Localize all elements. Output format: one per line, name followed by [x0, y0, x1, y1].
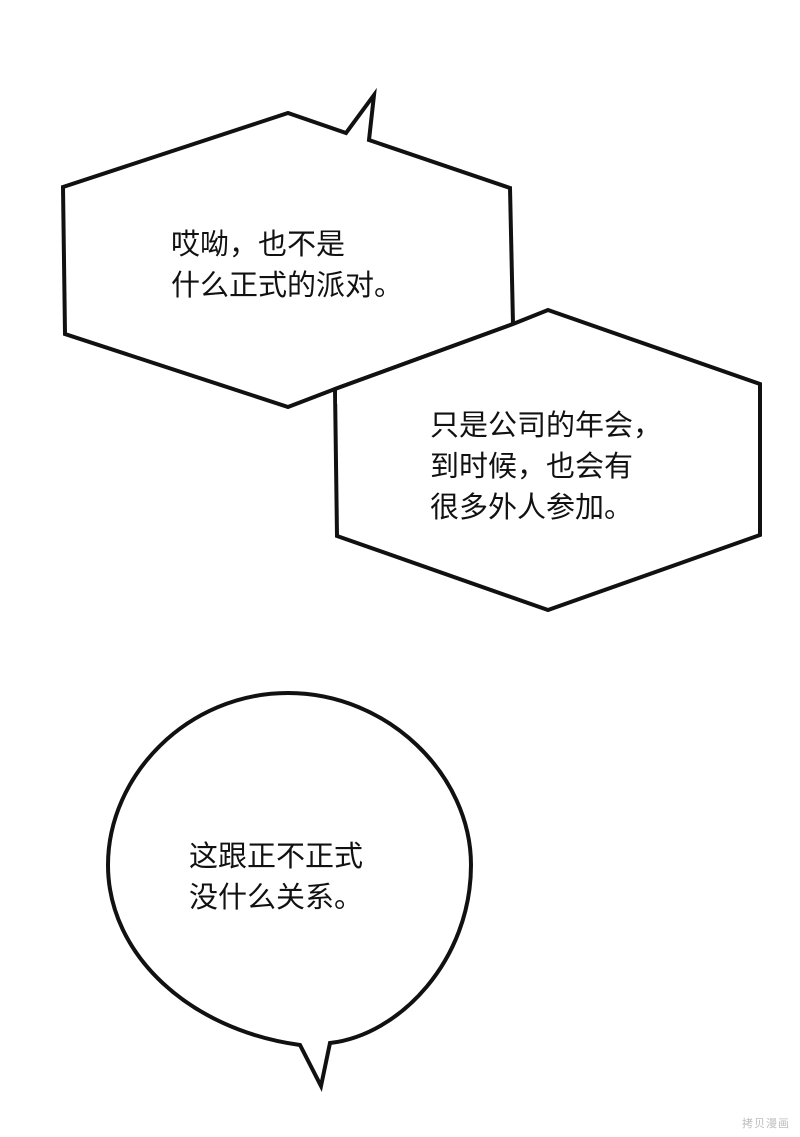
bubble-2-line-2: 到时候，也会有: [430, 449, 634, 483]
bubble-2-text: 只是公司的年会， 到时候，也会有 很多外人参加。: [430, 405, 662, 528]
speech-bubble-1: [60, 87, 516, 410]
bubble-3-text: 这跟正不正式 没什么关系。: [189, 836, 363, 918]
bubble-3-line-2: 没什么关系。: [189, 880, 364, 914]
bubble-1-text: 哎呦，也不是 什么正式的派对。: [171, 224, 403, 306]
bubble-2-line-1: 只是公司的年会，: [430, 408, 663, 442]
speech-bubble-2: [332, 307, 762, 613]
bubble-1-line-1: 哎呦，也不是: [171, 227, 346, 261]
speech-bubble-3: [105, 690, 474, 1092]
bubble-3-line-1: 这跟正不正式: [189, 839, 364, 873]
watermark: 拷贝漫画: [742, 1117, 790, 1130]
bubble-2-line-3: 很多外人参加。: [430, 490, 634, 524]
bubble-1-line-2: 什么正式的派对。: [171, 268, 404, 302]
